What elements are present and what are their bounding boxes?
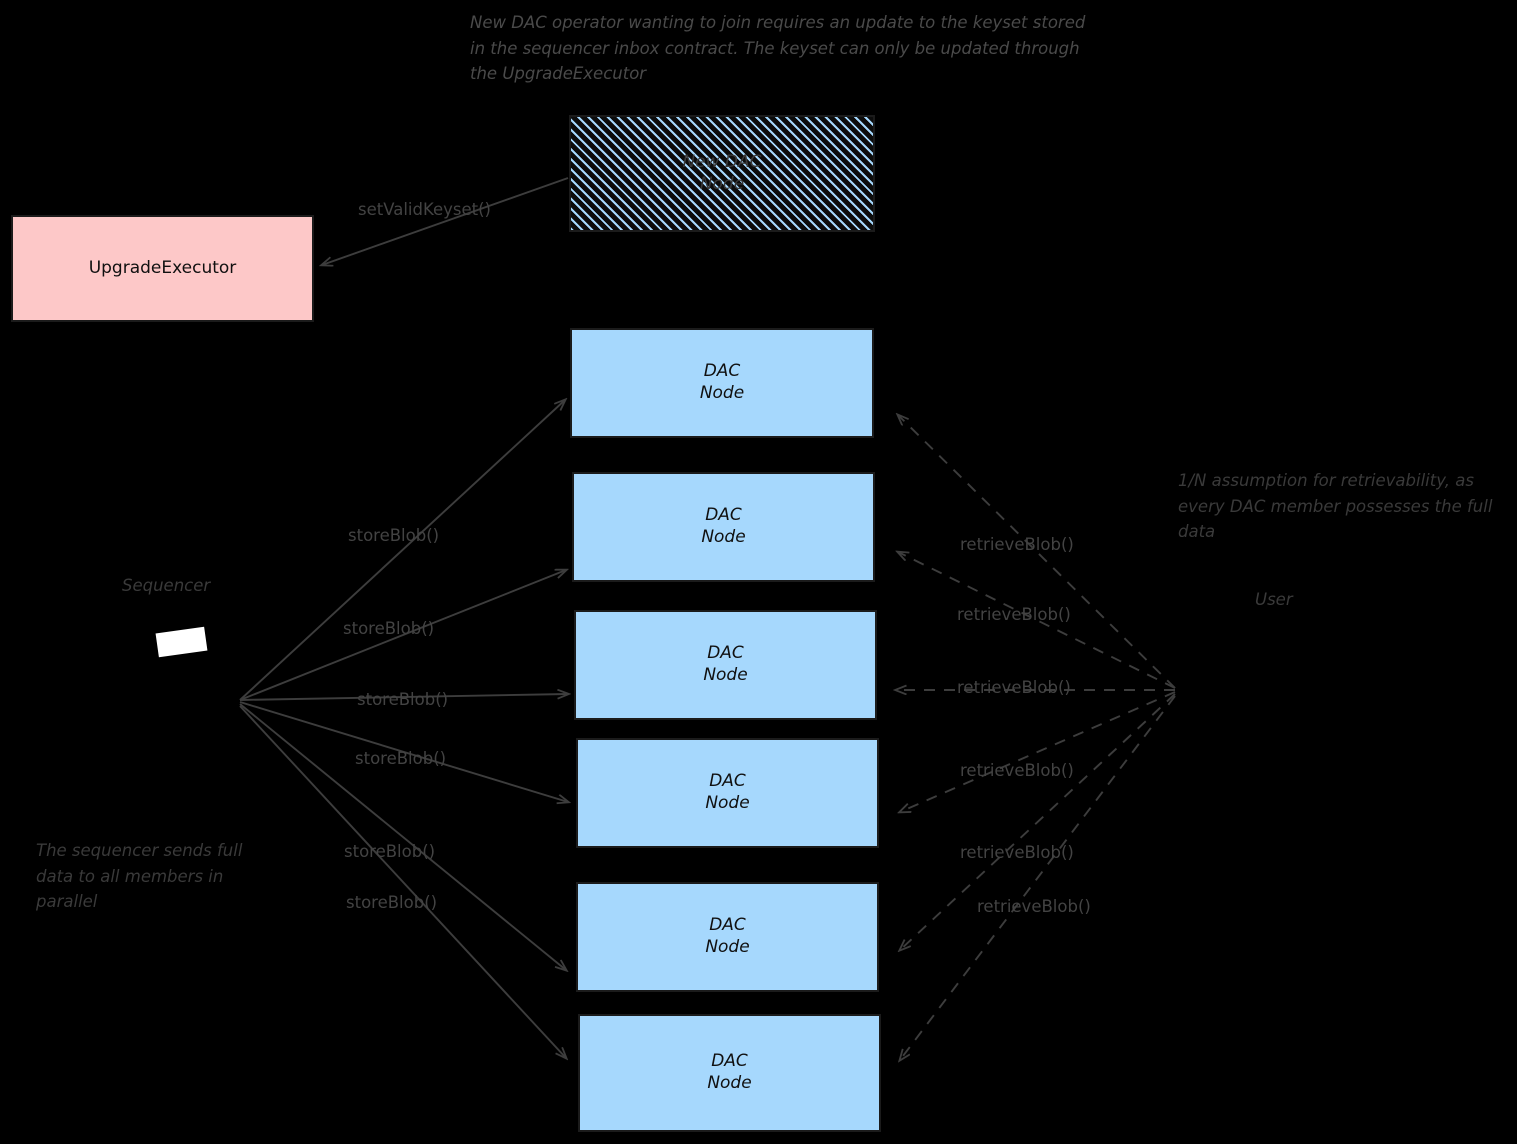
edge-label-retrieveblob-4: retrieveBlob() (960, 761, 1074, 780)
dac-node-box-6: DAC Node (578, 1014, 881, 1132)
dac-node-3-line1: DAC (707, 643, 744, 664)
edge-storeblob-1 (239, 400, 565, 701)
edge-label-storeblob-1: storeBlob() (348, 526, 440, 545)
edge-label-retrieveblob-1: retrieveBlob() (960, 535, 1074, 554)
edge-label-retrieveblob-3: retrieveBlob() (957, 678, 1071, 697)
dac-node-box-4: DAC Node (576, 738, 879, 848)
note-top: New DAC operator wanting to join require… (470, 13, 1086, 84)
edge-label-storeblob-2: storeBlob() (343, 619, 435, 638)
dac-node-6-line1: DAC (711, 1051, 748, 1072)
edge-label-storeblob-5: storeBlob() (344, 842, 436, 861)
dac-node-box-5: DAC Node (576, 882, 879, 992)
upgrade-executor-box: UpgradeExecutor (11, 215, 314, 322)
sequencer-label: Sequencer (122, 576, 211, 595)
edge-label-storeblob-6: storeBlob() (346, 893, 438, 912)
dac-node-5-line1: DAC (709, 915, 746, 936)
edge-retrieveblob-6 (900, 695, 1176, 1060)
edge-label-retrieveblob-2: retrieveBlob() (957, 605, 1071, 624)
new-dac-node-line2: Node (699, 173, 745, 194)
edge-retrieveblob-4 (900, 691, 1176, 812)
note-bottom-left: The sequencer sends full data to all mem… (36, 841, 243, 912)
user-label: User (1255, 590, 1293, 609)
dac-node-box-3: DAC Node (574, 610, 877, 720)
dac-node-box-2: DAC Node (572, 472, 875, 582)
dac-node-5-line2: Node (705, 937, 750, 957)
dac-node-box-1: DAC Node (570, 328, 874, 438)
dac-node-2-line2: Node (701, 527, 746, 547)
new-dac-node-box: New DAC Node (569, 115, 875, 232)
edge-label-storeblob-3: storeBlob() (357, 690, 449, 709)
edge-label-retrieveblob-5: retrieveBlob() (960, 843, 1074, 862)
dac-node-2-line1: DAC (705, 505, 742, 526)
dac-node-4-line2: Node (705, 793, 750, 813)
dac-node-1-line2: Node (699, 383, 745, 403)
new-dac-node-line1: New DAC (682, 151, 762, 172)
edge-storeblob-5 (239, 703, 566, 970)
edge-setvalidkeyset (322, 177, 569, 265)
note-right: 1/N assumption for retrievability, as ev… (1178, 471, 1493, 542)
edge-label-retrieveblob-6: retrieveBlob() (977, 897, 1091, 916)
edge-label-storeblob-4: storeBlob() (355, 749, 447, 768)
sequencer-icon (155, 626, 208, 658)
dac-node-4-line1: DAC (709, 771, 746, 792)
dac-node-3-line2: Node (703, 665, 748, 685)
upgrade-executor-label: UpgradeExecutor (88, 257, 237, 278)
dac-node-6-line2: Node (707, 1073, 752, 1093)
edge-label-setvalidkeyset: setValidKeyset() (358, 200, 491, 219)
dac-node-1-line1: DAC (703, 361, 741, 382)
